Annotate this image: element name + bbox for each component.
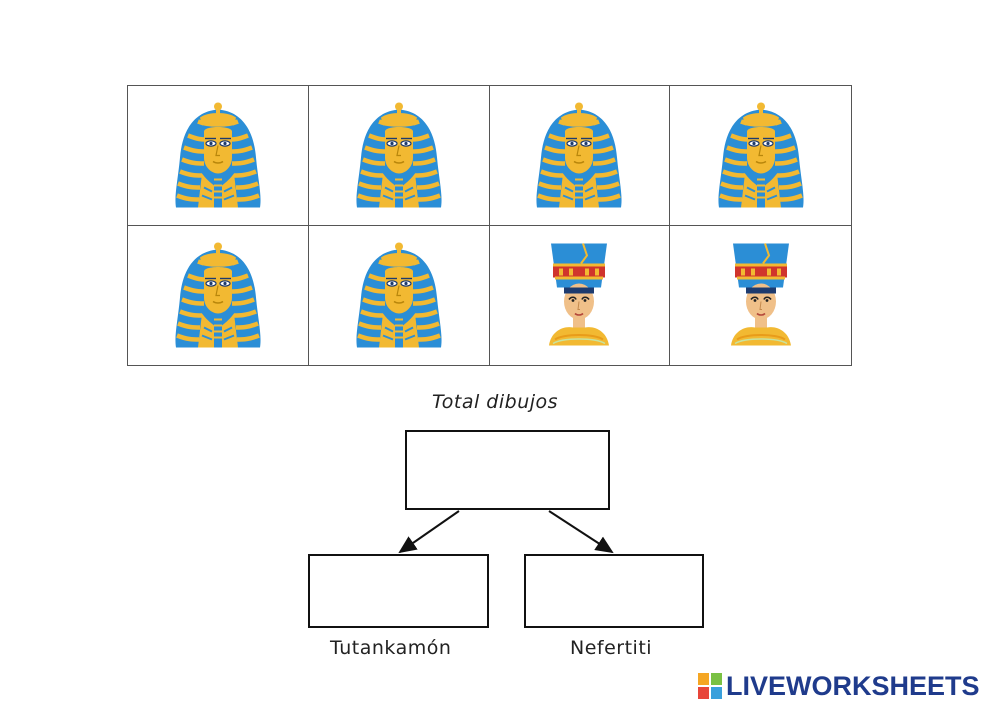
grid-cell-tutankhamun[interactable] <box>128 225 309 365</box>
tutankhamun-icon <box>711 93 811 218</box>
arrow-left <box>398 510 460 554</box>
brand-name: LIVEWORKSHEETS <box>726 671 980 701</box>
grid-cell-tutankhamun[interactable] <box>489 86 671 226</box>
nefertiti-label: Nefertiti <box>570 637 653 659</box>
tutankhamun-icon <box>168 233 268 358</box>
liveworksheets-brand: LIVEWORKSHEETS <box>698 671 980 701</box>
grid-cell-tutankhamun[interactable] <box>670 86 851 226</box>
tutankhamun-icon <box>529 93 629 218</box>
grid-cell-nefertiti[interactable] <box>490 225 671 365</box>
arrow-right <box>548 510 614 554</box>
grid-cell-tutankhamun[interactable] <box>308 86 490 226</box>
nefertiti-icon <box>729 242 792 347</box>
grid-cell-nefertiti[interactable] <box>670 226 851 366</box>
tutankhamun-icon <box>168 93 268 218</box>
grid-cell-tutankhamun[interactable] <box>309 225 490 365</box>
grid-cell-tutankhamun[interactable] <box>128 86 309 226</box>
picture-grid <box>127 85 852 366</box>
total-drawings-label: Total dibujos <box>432 391 559 413</box>
tutankhamun-icon <box>349 93 449 218</box>
total-drawings-input[interactable] <box>405 430 610 510</box>
tutankamon-label: Tutankamón <box>330 637 452 659</box>
nefertiti-icon <box>548 242 611 347</box>
liveworksheets-logo-icon <box>698 673 722 699</box>
tutankhamun-icon <box>349 233 449 358</box>
tutankamon-count-input[interactable] <box>308 554 489 628</box>
nefertiti-count-input[interactable] <box>524 554 704 628</box>
